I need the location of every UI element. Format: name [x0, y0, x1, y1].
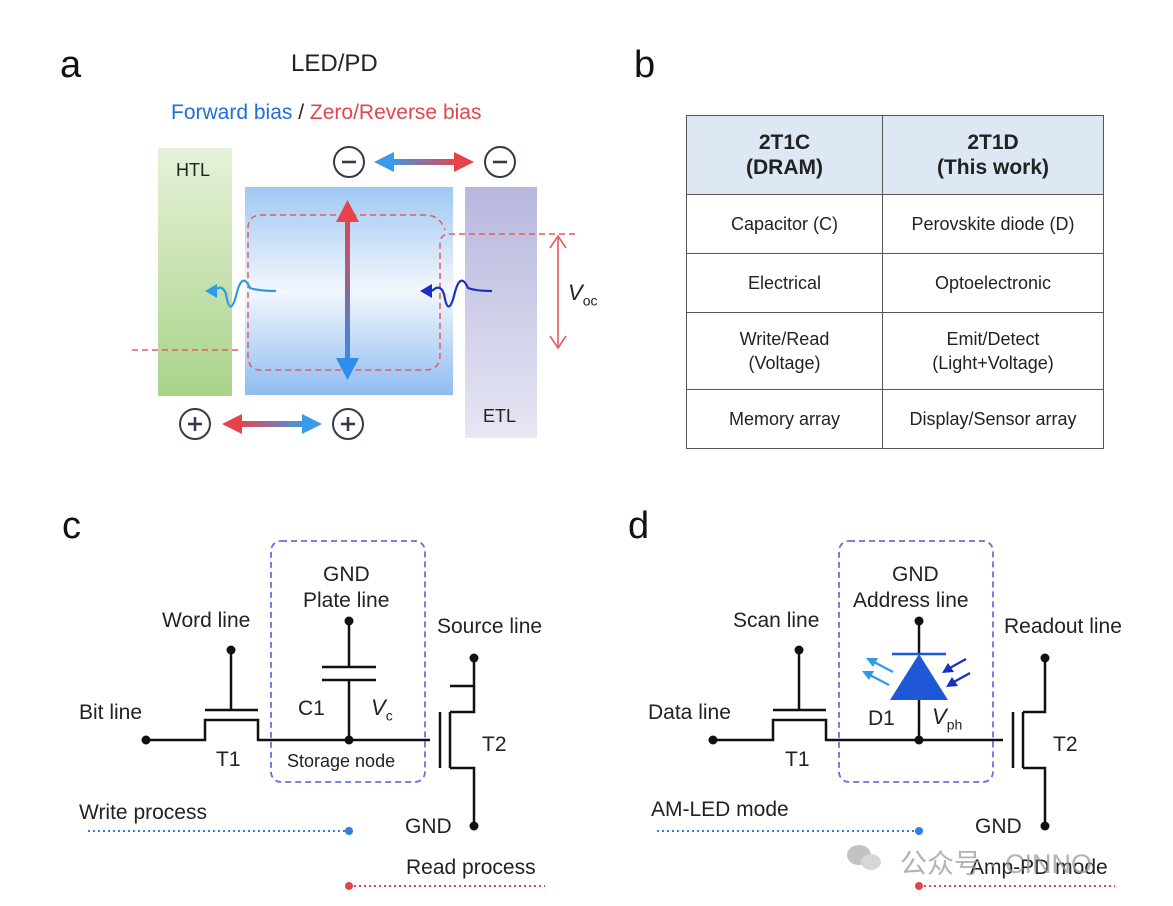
am-led-mode-dot	[915, 827, 923, 835]
amp-pd-mode-dot	[915, 882, 923, 890]
emission-wave-icon	[205, 279, 277, 308]
t2-label-d: T2	[1053, 733, 1078, 756]
voc-sub: oc	[582, 292, 598, 309]
cell-line: (Light+Voltage)	[932, 353, 1054, 373]
bit-line-label: Bit line	[79, 701, 143, 724]
htl-label: HTL	[176, 160, 211, 180]
hole-left-icon	[179, 408, 211, 440]
circuit-c-nodes	[141, 616, 479, 831]
circuit-d-nodes	[708, 616, 1050, 831]
wechat-logo-icon	[847, 845, 881, 870]
vc-sub: c	[385, 707, 393, 724]
bias-separator: /	[292, 101, 310, 124]
panel-c-letter: c	[62, 505, 81, 547]
table-cell: Emit/Detect (Light+Voltage)	[882, 312, 1104, 390]
comparison-table: 2T1C (DRAM) 2T1D (This work) Capacitor (…	[686, 115, 1104, 449]
header-2t1c-line2: (DRAM)	[746, 156, 823, 179]
gnd-label-d: GND	[892, 563, 939, 586]
vph-label: Vph	[932, 704, 962, 732]
t1-label-c: T1	[216, 748, 241, 771]
gnd-label-c: GND	[323, 563, 370, 586]
htl-layer	[158, 148, 232, 396]
forward-bias-label: Forward bias	[171, 101, 293, 124]
read-process-label: Read process	[406, 856, 536, 879]
voc-main: V	[568, 280, 583, 305]
vph-main: V	[932, 704, 947, 729]
table-row: Capacitor (C) Perovskite diode (D)	[686, 194, 1104, 254]
absorption-wave-icon	[420, 279, 493, 308]
hole-transfer-arrow	[222, 414, 322, 434]
panel-a-title: LED/PD	[291, 50, 378, 77]
word-line-label: Word line	[162, 609, 251, 632]
voc-arrow	[549, 234, 567, 350]
circuit-d-wires	[713, 621, 1047, 826]
gnd-bottom-d: GND	[975, 815, 1022, 838]
table-row: Electrical Optoelectronic	[686, 253, 1104, 313]
plate-line-label: Plate line	[303, 589, 390, 612]
cell-line: Emit/Detect	[946, 329, 1040, 349]
electron-right-icon	[484, 146, 516, 178]
table-cell: Write/Read (Voltage)	[686, 312, 883, 390]
source-line-label: Source line	[437, 615, 543, 638]
table-cell: Display/Sensor array	[882, 389, 1104, 449]
bias-legend: Forward bias / Zero/Reverse bias	[171, 101, 481, 125]
header-2t1d: 2T1D (This work)	[882, 115, 1104, 195]
header-2t1d-line2: (This work)	[936, 156, 1049, 179]
panel-a-letter: a	[60, 44, 82, 86]
reverse-bias-label: Zero/Reverse bias	[309, 101, 482, 124]
t2-label-c: T2	[482, 733, 507, 756]
data-line-label: Data line	[648, 701, 731, 724]
header-2t1c: 2T1C (DRAM)	[686, 115, 883, 195]
vc-label: Vc	[371, 695, 393, 723]
dashed-region-c	[270, 540, 426, 783]
circuit-c-wires	[146, 621, 476, 826]
vc-main: V	[371, 695, 386, 720]
vph-sub: ph	[946, 716, 963, 733]
header-2t1d-line1: 2T1D	[967, 131, 1019, 154]
panel-b-letter: b	[634, 44, 656, 86]
storage-node-label: Storage node	[287, 751, 396, 771]
etl-layer	[465, 187, 537, 438]
voc-label: Voc	[568, 280, 597, 308]
d1-label: D1	[868, 707, 895, 730]
hole-right-icon	[332, 408, 364, 440]
header-2t1c-line1: 2T1C	[758, 131, 811, 154]
electron-left-icon	[333, 146, 365, 178]
table-cell: Perovskite diode (D)	[882, 194, 1104, 254]
amp-pd-mode-label: Amp-PD mode	[970, 856, 1108, 879]
etl-label: ETL	[483, 406, 517, 426]
dashed-region-d	[838, 540, 994, 783]
table-row: Memory array Display/Sensor array	[686, 389, 1104, 449]
perovskite-diode-icon	[862, 652, 971, 700]
write-process-label: Write process	[79, 801, 207, 824]
t1-label-d: T1	[785, 748, 810, 771]
gnd-bottom-c: GND	[405, 815, 452, 838]
table-cell: Optoelectronic	[882, 253, 1104, 313]
scan-line-label: Scan line	[733, 609, 820, 632]
address-line-label: Address line	[853, 589, 969, 612]
read-process-dot	[345, 882, 353, 890]
electron-transfer-arrow	[374, 152, 474, 172]
readout-line-label: Readout line	[1004, 615, 1122, 638]
c1-label: C1	[298, 697, 325, 720]
write-process-dot	[345, 827, 353, 835]
vertical-bias-arrow	[336, 200, 359, 380]
table-row: Write/Read (Voltage) Emit/Detect (Light+…	[686, 312, 1104, 390]
cell-line: (Voltage)	[748, 353, 821, 373]
watermark-text: 公众号 · CINNO	[900, 849, 1092, 879]
energy-level-dashed	[132, 214, 575, 371]
table-cell: Electrical	[686, 253, 883, 313]
table-header-row: 2T1C (DRAM) 2T1D (This work)	[686, 115, 1104, 195]
am-led-mode-label: AM-LED mode	[651, 798, 789, 821]
table-cell: Memory array	[686, 389, 883, 449]
table-cell: Capacitor (C)	[686, 194, 883, 254]
panel-d-letter: d	[628, 505, 650, 547]
cell-line: Write/Read	[739, 329, 830, 349]
